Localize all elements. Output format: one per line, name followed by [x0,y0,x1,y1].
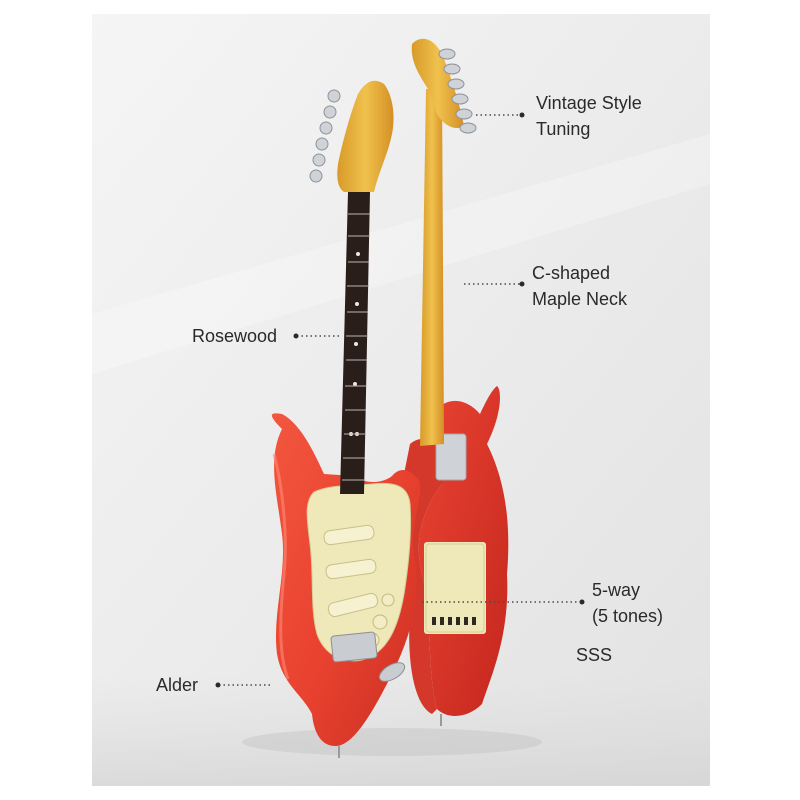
body-callout: Alder [156,672,198,698]
pickups-label: SSS [576,645,613,665]
tuning-label-line1: Vintage Style [536,93,642,113]
neck-label-line1: C-shaped [532,263,611,283]
body-label: Alder [156,675,199,695]
neck-callout: C-shaped Maple Neck [532,260,627,312]
guitar-illustration [92,14,710,786]
tuning-label-line2: Tuning [536,119,591,139]
fretboard-callout: Rosewood [192,323,277,349]
switch-label-line2: (5 tones) [592,606,664,626]
tuning-callout: Vintage Style Tuning [536,90,642,142]
switch-label-line1: 5-way [592,580,641,600]
product-image: Vintage Style Tuning C-shaped Maple Neck… [92,14,710,786]
neck-label-line2: Maple Neck [532,289,628,309]
fretboard-label: Rosewood [192,326,278,346]
switch-callout: 5-way (5 tones) [592,577,663,629]
callout-lines [219,114,578,686]
pickups-callout: SSS [576,642,612,668]
guitar-back-view [399,38,509,726]
guitar-front-view [271,80,421,758]
